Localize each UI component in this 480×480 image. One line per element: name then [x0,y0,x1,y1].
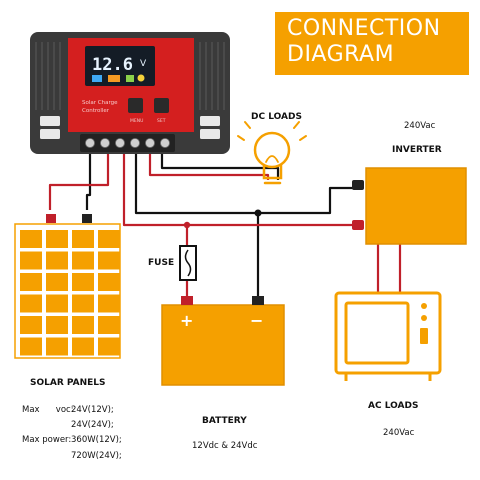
brand-line-1: Solar Charge [82,100,118,106]
battery-icon: + − [161,296,285,386]
load-positive-wire [148,150,270,180]
spec-power-label: Max power: [22,435,72,445]
battery-voltage-label: 12Vdc & 24Vdc [192,441,258,451]
spec-power-24: 720W(24V); [71,451,122,461]
solar-cell [20,230,42,248]
panel-neg-terminal [82,214,92,223]
bulb-icon [253,131,291,185]
solar-cell [72,273,94,291]
inverter-pos-terminal [352,220,364,230]
solar-cell [72,251,94,270]
solar-cell [98,337,120,356]
solar-positive-wire [48,150,110,210]
ac-loads-label: AC LOADS [368,401,419,411]
battery-plus-sign: + [180,311,193,330]
solar-cell [72,230,94,248]
solar-cell [72,294,94,313]
lcd-battery-icon [108,75,120,82]
usb-port-left-1 [40,116,60,126]
inverter-voltage-label: 240Vac [404,121,436,131]
title-line-2: DIAGRAM [287,42,395,67]
spec-voc-12: 24V(12V); [71,405,114,415]
battery-negative-wire [134,150,260,296]
solar-negative-wire [85,150,92,210]
solar-cell [98,230,120,248]
brand-line-2: Controller [82,108,110,114]
usb-port-right-1 [200,116,220,126]
solar-cell [72,337,94,356]
load-negative-wire [160,150,280,180]
terminal-1 [85,138,95,148]
solar-cell [98,294,120,313]
solar-cell [98,273,120,291]
terminal-4 [130,138,140,148]
terminal-5 [145,138,155,148]
fuse-icon [179,245,197,281]
junction-positive [183,221,191,229]
battery-minus-sign: − [250,311,263,330]
inverter-negative-wire [258,186,354,215]
set-button [154,98,169,113]
inverter-icon [352,167,467,245]
title-banner [275,12,469,75]
solar-cell [20,316,42,334]
battery-label: BATTERY [202,416,247,426]
terminal-2 [100,138,110,148]
solar-panels-label: SOLAR PANELS [30,378,106,388]
bulb-rays [237,121,307,141]
solar-cell [20,273,42,291]
inverter-label: INVERTER [392,145,442,155]
spec-voc-label: Max voc: [22,405,74,415]
usb-port-right-2 [200,129,220,139]
lcd-value: 12.6 [92,55,133,75]
battery-pos-terminal [181,296,193,305]
solar-cell [98,316,120,334]
solar-panel-icon [14,214,121,359]
dc-loads-label: DC LOADS [251,112,302,122]
usb-port-left-2 [40,129,60,139]
inverter-neg-terminal [352,180,364,190]
lcd-bulb-icon [137,74,145,82]
title-line-1: CONNECTION [287,16,441,41]
solar-cell [46,230,68,248]
solar-cell [46,337,68,356]
menu-button-label: MENU [130,118,143,124]
spec-voc-24: 24V(24V); [71,420,114,430]
panel-pos-terminal [46,214,56,223]
battery-positive-wire [122,150,189,296]
terminal-6 [160,138,170,148]
terminal-screws [85,138,170,148]
charge-controller: 12.6 V Solar Charge Controller MENU SET [30,32,230,154]
solar-cell [46,294,68,313]
ac-voltage-label: 240Vac [383,428,415,438]
terminal-3 [115,138,125,148]
solar-cell [20,294,42,313]
menu-button [128,98,143,113]
junction-negative [254,209,262,217]
lcd-screen [85,46,155,86]
spec-power-12: 360W(12V); [71,435,122,445]
solar-cell [20,251,42,270]
solar-cell [46,316,68,334]
ac-load-icon [334,291,442,381]
solar-cell [72,316,94,334]
lcd-load-icon [126,75,134,82]
solar-cell [20,337,42,356]
battery-neg-terminal [252,296,264,305]
solar-cell [46,251,68,270]
set-button-label: SET [157,118,166,124]
fuse-label: FUSE [148,258,175,268]
solar-cell [98,251,120,270]
solar-cell [46,273,68,291]
lcd-unit: V [140,59,147,69]
lcd-panel-icon [92,75,102,82]
